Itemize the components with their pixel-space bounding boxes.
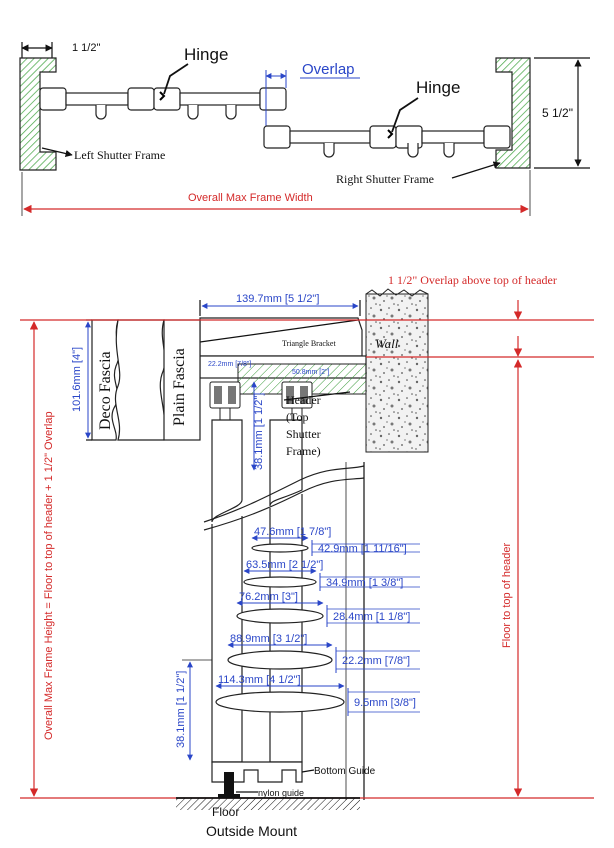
right-frame [495, 57, 531, 169]
frame-depth-label: 1 1/2" [72, 42, 100, 54]
hinge-right-leader [391, 97, 419, 133]
overall-height-label: Overall Max Frame Height = Floor to top … [43, 411, 55, 740]
louver-width-label: 88.9mm [3 1/2"] [230, 633, 307, 645]
right-frame-label: Right Shutter Frame [336, 172, 434, 186]
header-leader [283, 391, 351, 401]
header-label-1: Header [286, 393, 321, 407]
louver-width-label: 114.3mm [4 1/2"] [218, 674, 301, 686]
louver-width-label: 63.5mm [2 1/2"] [246, 559, 323, 571]
left-panel [39, 87, 287, 120]
dim-381-top-label: 38.1mm [1 1/2"] [253, 393, 265, 470]
header-frame [237, 363, 367, 395]
floor-to-header-label: Floor to top of header [501, 542, 513, 648]
louver-width-label: 76.2mm [3"] [239, 591, 298, 603]
frame-height-label: 5 1/2" [542, 106, 573, 120]
dim-381-bottom-label: 38.1mm [1 1/2"] [175, 671, 187, 748]
bottom-guide-leader [301, 769, 315, 773]
left-frame [19, 57, 57, 171]
triangle-bracket-label: Triangle Bracket [282, 339, 336, 348]
louver-thickness-label: 9.5mm [3/8"] [354, 697, 416, 709]
nylon-guide-label: nylon guide [258, 788, 304, 798]
dim-222-label: 22.2mm [7/8"] [208, 361, 251, 368]
overlap-note: 1 1/2" Overlap above top of header [388, 273, 557, 287]
left-frame-label: Left Shutter Frame [74, 148, 165, 162]
louver-profile [215, 691, 345, 713]
louver-sizes: 47.6mm [1 7/8"] 42.9mm [1 11/16"] 63.5mm [… [215, 526, 420, 716]
trolley-left [209, 381, 241, 421]
right-frame-leader [451, 161, 501, 179]
louver-profile [227, 650, 333, 670]
bracket-diagonal [199, 319, 359, 343]
wall-label: Wall [375, 336, 399, 351]
wall-top-edge [365, 288, 429, 297]
floor-label: Floor [212, 805, 239, 819]
dim-508-label: 50.8mm [2"] [292, 369, 330, 376]
bottom-guide [211, 761, 303, 783]
hinge-left-leader [163, 63, 189, 95]
louver-thickness-label: 34.9mm [1 3/8"] [326, 577, 403, 589]
floor [176, 798, 360, 810]
nylon-guide-base [218, 794, 240, 798]
trolley-right [281, 381, 313, 421]
plain-fascia-label: Plain Fascia [171, 348, 188, 426]
right-panel [263, 125, 511, 158]
louver-thickness-label: 22.2mm [7/8"] [342, 655, 410, 667]
nylon-guide [224, 772, 234, 796]
triangle-bracket [199, 317, 363, 357]
louver-width-label: 47.6mm [1 7/8"] [254, 526, 331, 538]
header-label-2: (Top [286, 410, 309, 424]
louver-thickness-label: 42.9mm [1 11/16"] [318, 543, 407, 555]
bracket-width-label: 139.7mm [5 1/2"] [236, 293, 319, 305]
louver-profile [236, 608, 324, 624]
louver-profile [243, 576, 317, 588]
deco-fascia-label: Deco Fascia [97, 351, 114, 430]
hinge-right-label: Hinge [416, 78, 460, 97]
louver-profile [251, 543, 309, 553]
overlap-label: Overlap [302, 61, 355, 78]
header-label-3: Shutter [286, 427, 321, 441]
louver-thickness-label: 28.4mm [1 1/8"] [333, 611, 410, 623]
outside-mount-label: Outside Mount [206, 823, 297, 839]
wall [365, 293, 429, 453]
top-view: 1 1/2" Hinge Overlap [19, 42, 590, 216]
left-frame-leader [41, 147, 73, 158]
bottom-guide-label: Bottom Guide [314, 766, 376, 777]
fascia-height-label: 101.6mm [4"] [71, 347, 83, 412]
plain-fascia [114, 319, 201, 441]
header-label-4: Frame) [286, 444, 321, 458]
overall-width-label: Overall Max Frame Width [188, 192, 313, 204]
hinge-left-label: Hinge [184, 45, 228, 64]
side-view: 1 1/2" Overlap above top of header 139.7… [20, 273, 594, 839]
